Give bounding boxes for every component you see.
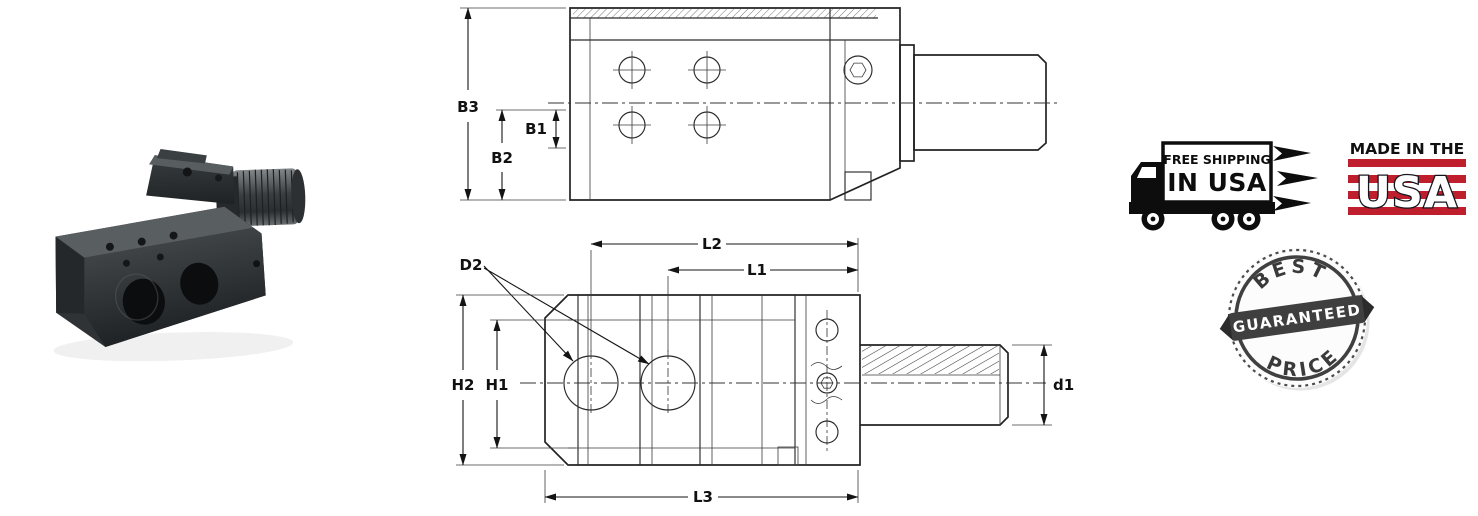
usa-flag-icon [1348,159,1466,215]
in-usa-text: IN USA [1167,168,1267,197]
bore-hole-large [122,278,165,325]
usa-text: USA [1356,168,1458,218]
dimension-label-b1: B1 [525,120,547,138]
dimension-d1: d1 [1012,344,1074,426]
dimension-l2: L2 [590,235,859,352]
product-spline-shaft [231,168,306,227]
flange-screws-front-view [810,310,843,454]
mount-holes-top-view [613,51,726,144]
dimension-h2: H2 [452,294,564,466]
product-photo [53,148,306,362]
dimension-label-l1: L1 [747,261,767,279]
dimension-b1: B1 [525,109,566,149]
dimension-label-h1: H1 [486,376,509,394]
threaded-shank-front-view [860,344,1009,426]
dimension-l3: L3 [544,470,859,506]
speed-lines-icon [1273,146,1318,211]
front-view-drawing: L2 L1 D2 H2 H1 [452,235,1075,506]
dimension-label-b2: B2 [491,149,513,167]
dimension-h1: H1 [486,319,576,449]
truck-wheels-icon [1141,207,1261,231]
made-in-the-text: MADE IN THE [1350,140,1465,158]
best-price-stamp: BEST PRICE GUARANTEED [1219,248,1375,391]
dimension-d2: D2 [460,256,650,365]
bore-hole-large-2 [180,262,219,305]
dimension-label-l3: L3 [693,488,713,506]
dimension-label-d1: d1 [1053,376,1074,394]
dimension-b3: B3 [457,7,566,201]
dimension-label-d2: D2 [460,256,483,274]
free-shipping-badge: FREE SHIPPING IN USA [1129,141,1318,231]
hex-screw-top-view [843,55,873,85]
made-in-usa-badge: MADE IN THE USA [1348,140,1466,219]
dimension-label-l2: L2 [702,235,722,253]
truck-icon: FREE SHIPPING IN USA [1129,141,1275,231]
dimension-b2: B2 [491,109,566,201]
dimension-label-h2: H2 [452,376,475,394]
product-clamp [146,148,235,205]
top-view-drawing: B3 B2 B1 [457,7,1058,201]
dimension-l1: L1 [667,261,859,352]
free-shipping-text: FREE SHIPPING [1163,152,1270,167]
product-body [55,206,266,348]
dimension-label-b3: B3 [457,98,479,116]
